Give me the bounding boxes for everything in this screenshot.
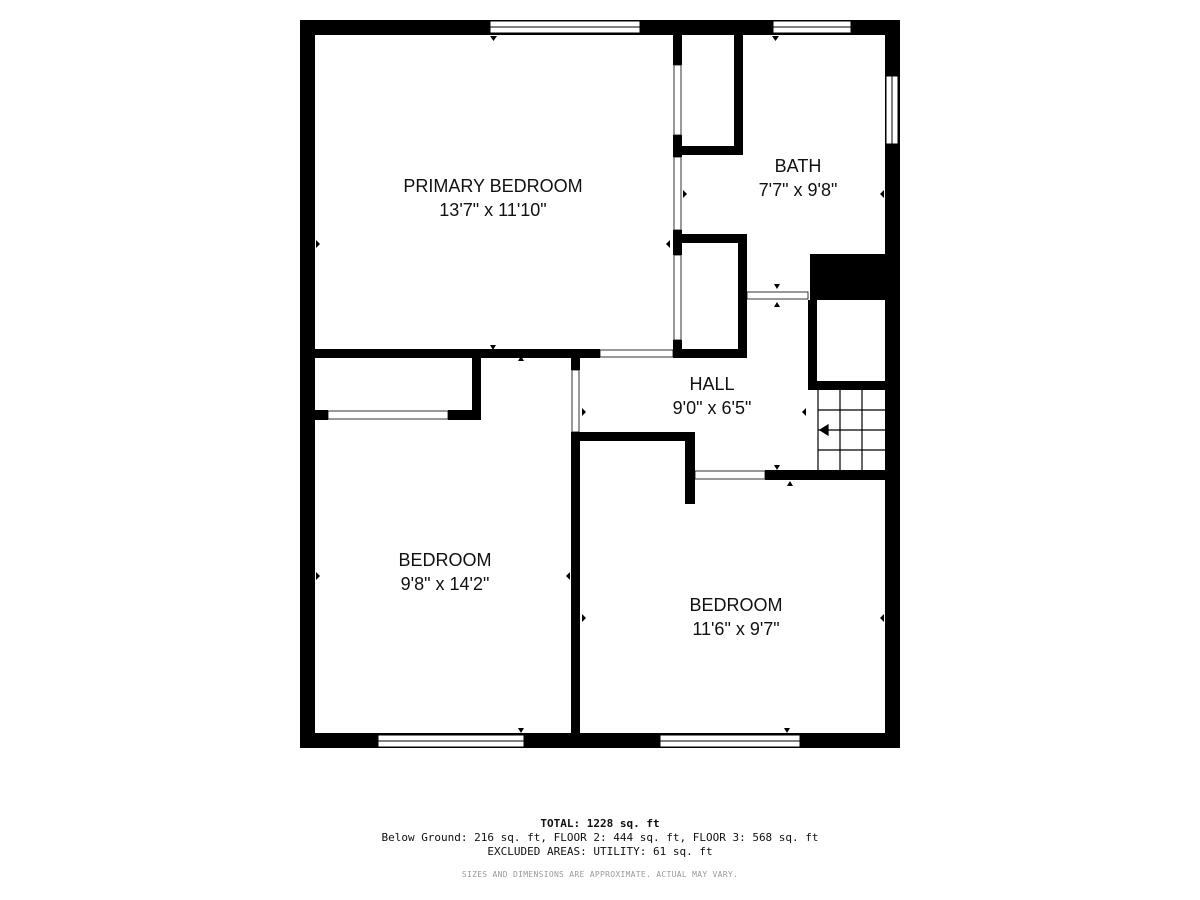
wall-center-upper [571, 358, 580, 370]
wall-closet-lower-south [673, 349, 747, 358]
disclaimer: SIZES AND DIMENSIONS ARE APPROXIMATE. AC… [461, 870, 739, 879]
room-labels: PRIMARY BEDROOM 13'7" x 11'10" BATH 7'7"… [398, 156, 837, 639]
excluded-areas: EXCLUDED AREAS: UTILITY: 61 sq. ft [487, 845, 713, 858]
door-openings [327, 64, 809, 480]
room-name-bedroom-left: BEDROOM [398, 550, 491, 570]
wall-hall-south-drop [685, 432, 695, 504]
wall-utility-south [808, 381, 888, 390]
room-dims-bath: 7'7" x 9'8" [759, 180, 838, 200]
total-area: TOTAL: 1228 sq. ft [540, 817, 660, 830]
wall-primary-south [300, 349, 600, 358]
room-name-primary-bedroom: PRIMARY BEDROOM [403, 176, 582, 196]
room-name-hall: HALL [689, 374, 734, 394]
wall-left-closet-south-b [448, 410, 481, 420]
wall-center-lower [571, 432, 580, 748]
wall-closet-upper-east [734, 35, 743, 155]
floor-areas: Below Ground: 216 sq. ft, FLOOR 2: 444 s… [381, 831, 819, 844]
room-dims-bedroom-right: 11'6" x 9'7" [692, 619, 779, 639]
wall-left [300, 20, 315, 748]
wall-closet-upper-south [673, 146, 743, 155]
room-name-bedroom-right: BEDROOM [689, 595, 782, 615]
dimension-markers [316, 36, 884, 733]
opening-primary-upper [673, 64, 682, 136]
wall-utility-west [808, 300, 817, 390]
walls [300, 20, 900, 748]
opening-bath-hall [746, 291, 809, 300]
utility-chase [810, 254, 888, 300]
opening-primary-bath [673, 156, 682, 231]
room-name-bath: BATH [775, 156, 822, 176]
wall-right-bedroom-north [765, 470, 888, 480]
opening-right-bedroom [694, 470, 766, 480]
wall-left-closet-south-a [300, 410, 328, 420]
opening-hall-left [571, 369, 580, 433]
opening-left-closet [327, 410, 449, 420]
wall-left-closet-east [472, 358, 481, 420]
wall-closet-lower-east [738, 234, 747, 358]
stairs [817, 390, 885, 470]
room-dims-bedroom-left: 9'8" x 14'2" [401, 574, 490, 594]
wall-closet-lower-north [673, 234, 747, 243]
windows [377, 20, 899, 748]
wall-primary-east-upper [673, 35, 682, 65]
opening-primary-hall [599, 349, 674, 358]
wall-hall-south [571, 432, 695, 441]
room-dims-hall: 9'0" x 6'5" [673, 398, 752, 418]
opening-primary-lower [673, 254, 682, 341]
stair-arrow-icon [818, 423, 829, 437]
room-dims-primary-bedroom: 13'7" x 11'10" [439, 200, 546, 220]
wall-right [885, 20, 900, 748]
